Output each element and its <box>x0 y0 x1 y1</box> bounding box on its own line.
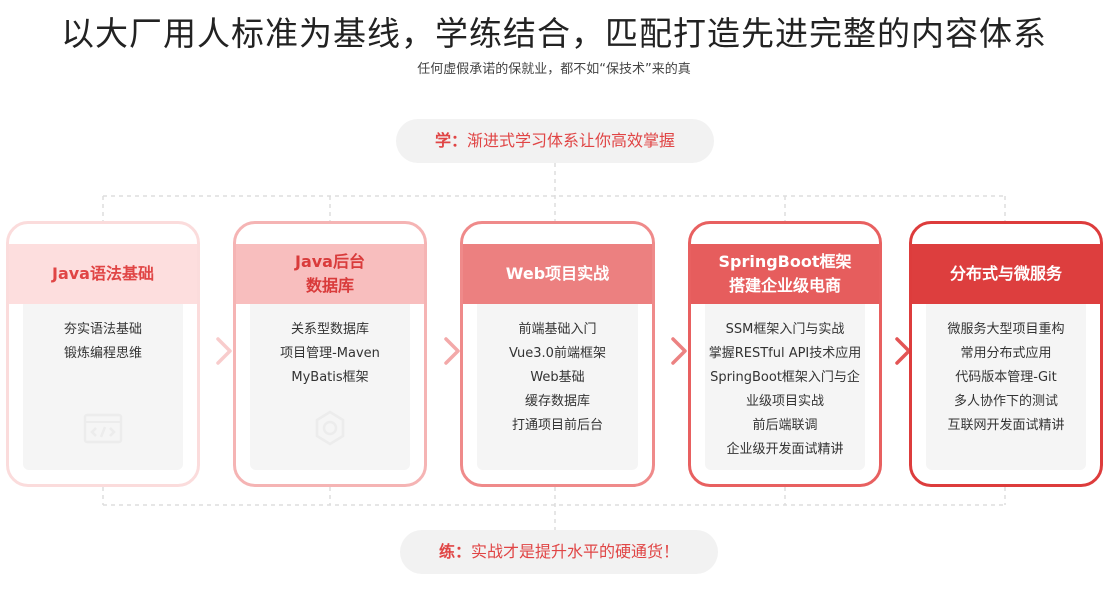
card-body: 关系型数据库 项目管理-Maven MyBatis框架 <box>250 304 410 470</box>
card-header: Web项目实战 <box>463 244 652 304</box>
card-title-line-2: 数据库 <box>305 276 354 295</box>
card-body: SSM框架入门与实战 掌握RESTful API技术应用 SpringBoot框… <box>705 304 865 470</box>
card-springboot: SpringBoot框架 搭建企业级电商 SSM框架入门与实战 掌握RESTfu… <box>688 221 882 487</box>
list-item: 前端基础入门 <box>518 322 597 337</box>
list-item: 项目管理-Maven <box>280 346 380 361</box>
page-title: 以大厂用人标准为基线，学练结合，匹配打造先进完整的内容体系 <box>61 14 1047 53</box>
practice-text: 实战才是提升水平的硬通货！ <box>471 542 680 561</box>
card-distributed-microservices: 分布式与微服务 微服务大型项目重构 常用分布式应用 代码版本管理-Git 多人协… <box>909 221 1103 487</box>
card-title: 分布式与微服务 <box>949 264 1062 283</box>
practice-banner: 练：实战才是提升水平的硬通货！ <box>400 530 718 574</box>
list-item: 掌握RESTful API技术应用 <box>708 346 862 361</box>
list-item: SSM框架入门与实战 <box>725 322 845 337</box>
card-java-basics: Java语法基础 夯实语法基础 锻炼编程思维 <box>6 221 200 487</box>
card-body: 前端基础入门 Vue3.0前端框架 Web基础 缓存数据库 打通项目前后台 <box>477 304 638 470</box>
card-web-project: Web项目实战 前端基础入门 Vue3.0前端框架 Web基础 缓存数据库 打通… <box>460 221 655 487</box>
card-header: Java后台 数据库 <box>236 244 424 304</box>
list-item: MyBatis框架 <box>291 370 369 385</box>
card-title-line-1: SpringBoot框架 <box>718 252 852 271</box>
list-item: 常用分布式应用 <box>960 346 1052 361</box>
arrow-right-icon-1 <box>216 337 232 365</box>
page-subtitle: 任何虚假承诺的保就业，都不如“保技术”来的真 <box>417 62 691 77</box>
practice-prefix: 练： <box>438 542 471 561</box>
list-item: 缓存数据库 <box>524 394 590 409</box>
list-item: 业级项目实战 <box>745 394 824 409</box>
learn-text: 渐进式学习体系让你高效掌握 <box>467 131 676 150</box>
list-item: 关系型数据库 <box>290 322 369 337</box>
card-title-line-2: 搭建企业级电商 <box>728 276 841 295</box>
list-item: 锻炼编程思维 <box>63 346 142 361</box>
list-item: 打通项目前后台 <box>511 418 603 433</box>
card-item-list: SSM框架入门与实战 掌握RESTful API技术应用 SpringBoot框… <box>705 304 865 462</box>
card-title: Web项目实战 <box>505 264 610 283</box>
card-body: 夯实语法基础 锻炼编程思维 <box>23 304 183 470</box>
card-title: Java语法基础 <box>52 264 154 283</box>
arrow-right-icon-4 <box>895 337 911 365</box>
card-item-list: 关系型数据库 项目管理-Maven MyBatis框架 <box>250 304 410 390</box>
list-item: 互联网开发面试精讲 <box>947 418 1065 433</box>
card-item-list: 微服务大型项目重构 常用分布式应用 代码版本管理-Git 多人协作下的测试 互联… <box>926 304 1086 438</box>
list-item: 微服务大型项目重构 <box>947 322 1065 337</box>
list-item: Web基础 <box>530 370 585 385</box>
arrow-right-icon-3 <box>671 337 687 365</box>
list-item: 多人协作下的测试 <box>953 394 1058 409</box>
card-title-line-1: Java后台 <box>295 252 365 271</box>
card-header: SpringBoot框架 搭建企业级电商 <box>691 244 879 304</box>
list-item: 前后端联调 <box>752 418 818 433</box>
card-item-list: 夯实语法基础 锻炼编程思维 <box>23 304 183 366</box>
gear-icon <box>315 410 345 446</box>
learn-banner: 学：渐进式学习体系让你高效掌握 <box>396 119 714 163</box>
list-item: Vue3.0前端框架 <box>509 346 606 361</box>
card-header: 分布式与微服务 <box>912 244 1100 304</box>
code-window-icon <box>83 413 123 444</box>
list-item: SpringBoot框架入门与企 <box>710 370 860 385</box>
card-item-list: 前端基础入门 Vue3.0前端框架 Web基础 缓存数据库 打通项目前后台 <box>477 304 638 438</box>
card-java-backend-database: Java后台 数据库 关系型数据库 项目管理-Maven MyBatis框架 <box>233 221 427 487</box>
arrow-right-icon-2 <box>444 337 460 365</box>
list-item: 代码版本管理-Git <box>955 370 1057 385</box>
card-body: 微服务大型项目重构 常用分布式应用 代码版本管理-Git 多人协作下的测试 互联… <box>926 304 1086 470</box>
learn-prefix: 学： <box>434 131 467 150</box>
list-item: 夯实语法基础 <box>63 322 142 337</box>
list-item: 企业级开发面试精讲 <box>726 442 844 457</box>
card-header: Java语法基础 <box>9 244 197 304</box>
